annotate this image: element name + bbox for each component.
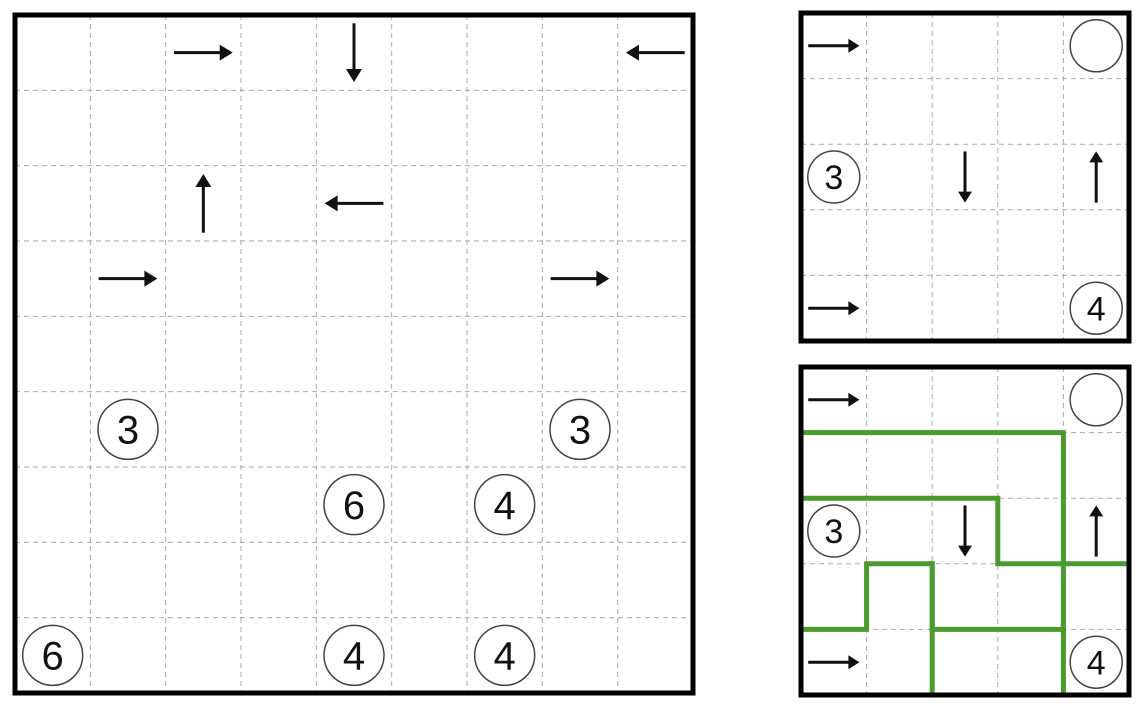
circle-outline [97,398,159,461]
number-circle: 6 [323,473,385,536]
arrow-up-icon [1089,151,1104,203]
number-circle: 4 [473,473,536,536]
circle-outline [323,473,385,536]
circle-number: 6 [343,484,365,528]
arrow-right-icon [173,44,233,61]
arrow-head [1089,151,1104,163]
arrow-left-icon [324,195,384,212]
circle-outline [473,624,536,687]
main-puzzle-board: 3 3 6 4 6 4 4 [12,12,696,696]
circle-outline [21,624,84,687]
number-circle: 4 [323,624,385,687]
arrow-down-icon [958,151,972,203]
arrow-head [324,195,338,212]
arrow-head [346,69,362,83]
circle-number: 6 [42,635,64,679]
circle-number: 4 [1087,290,1106,328]
arrow-head [848,392,860,407]
arrow-up-icon [195,173,212,233]
solution-path [798,430,1066,698]
circle-outline [473,473,536,536]
number-circle: 4 [1069,635,1123,689]
arrow-right-icon [808,301,860,316]
arrow-head [195,173,212,187]
board-border [12,12,696,696]
arrow-right-icon [808,392,860,407]
board-background [15,15,693,693]
board-border [798,364,1132,698]
arrow-head [625,44,639,61]
arrow-head [144,270,158,287]
number-circle [1069,373,1123,427]
arrow-right-icon [98,270,158,287]
arrow-right-icon [808,38,860,53]
example-puzzle-board: 34 [798,10,1132,344]
number-circle: 6 [21,624,84,687]
circle-outline [807,504,861,558]
arrow-head [596,270,610,287]
circle-number: 3 [117,409,139,453]
number-circle: 4 [473,624,536,687]
arrow-head [848,38,860,53]
number-circle [1069,19,1123,73]
arrow-up-icon [1089,505,1104,557]
number-circle: 3 [97,398,159,461]
number-circle: 4 [1069,281,1123,335]
circle-outline [1069,635,1123,689]
arrow-right-icon [550,270,610,287]
circle-number: 3 [824,513,843,551]
arrow-left-icon [625,44,685,61]
circle-outline [1069,373,1123,427]
solution-puzzle-board: 34 [798,364,1132,698]
arrow-head [848,655,860,670]
arrow-head [219,44,233,61]
arrow-head [1089,505,1104,517]
arrow-head [958,545,972,557]
arrow-down-icon [346,23,362,83]
circle-number: 3 [824,159,843,197]
circle-outline [1069,19,1123,73]
arrow-head [958,191,972,203]
circle-number: 4 [494,635,516,679]
number-circle: 3 [807,504,861,558]
circle-outline [549,398,611,461]
arrow-right-icon [808,655,860,670]
number-circle: 3 [807,150,861,204]
solution-path [798,495,1132,567]
circle-number: 3 [569,409,591,453]
circle-outline [807,150,861,204]
arrow-down-icon [958,505,972,557]
board-border [798,10,1132,344]
circle-outline [323,624,385,687]
circle-outline [1069,281,1123,335]
circle-number: 4 [1087,644,1106,682]
arrow-head [848,301,860,316]
circle-number: 4 [343,635,365,679]
circle-number: 4 [494,484,516,528]
number-circle: 3 [549,398,611,461]
